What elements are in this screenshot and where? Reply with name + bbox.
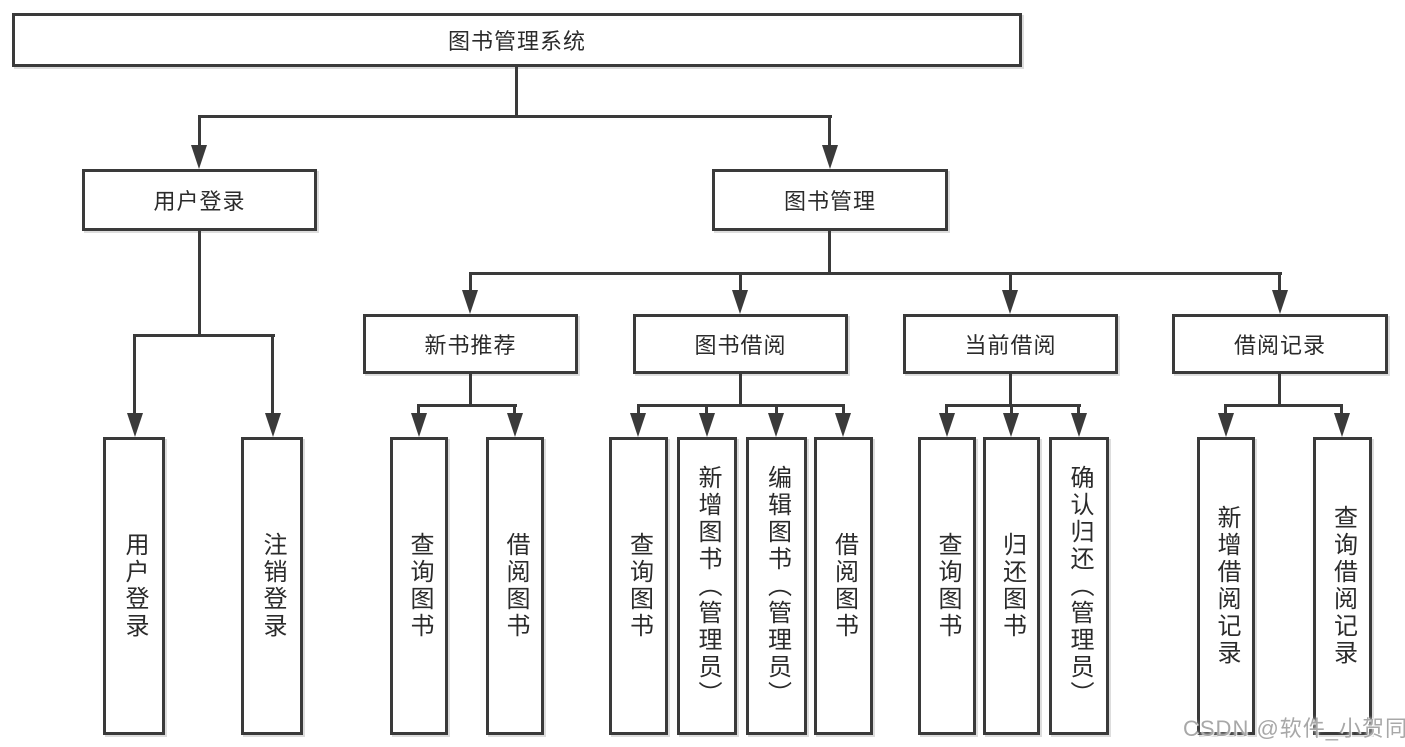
node-new-book-recommendation: 新书推荐 [363,314,578,374]
arrow-down-icon [1003,413,1019,437]
connector-line [1010,404,1013,420]
connector-line [198,115,201,149]
arrow-down-icon [732,290,748,314]
connector-line [1278,272,1281,298]
node-user-login: 用户登录 [82,169,317,231]
connector-line [637,404,640,420]
connector-line [469,374,472,407]
connector-line [739,272,742,298]
arrow-down-icon [822,145,838,169]
leaf-current-query-books: 查询图书 [918,437,976,735]
arrow-down-icon [462,290,478,314]
arrow-down-icon [507,413,523,437]
connector-line [828,231,831,275]
arrow-down-icon [411,413,427,437]
arrow-down-icon [939,413,955,437]
leaf-recommend-borrow-books: 借阅图书 [486,437,544,735]
connector-line [198,231,201,336]
arrow-down-icon [699,413,715,437]
connector-line [1077,404,1080,420]
connector-line [637,404,845,407]
connector-line [469,272,1282,275]
connector-line [1224,404,1227,420]
leaf-current-return-books: 归还图书 [983,437,1040,735]
arrow-down-icon [127,413,143,437]
arrow-down-icon [1218,413,1234,437]
node-borrowing-records: 借阅记录 [1172,314,1388,374]
watermark: CSDN @软件_小贺同学 [1183,716,1405,741]
connector-line [705,404,708,420]
node-current-borrowing: 当前借阅 [903,314,1118,374]
connector-line [739,374,742,407]
connector-line [945,404,948,420]
connector-line [1009,272,1012,298]
leaf-records-add-record: 新增借阅记录 [1197,437,1255,735]
connector-line [1009,374,1012,407]
connector-line [469,272,472,298]
connector-line [775,404,778,420]
leaf-borrowing-edit-books-admin: 编辑图书（管理员） [746,437,807,735]
arrow-down-icon [768,413,784,437]
connector-line [133,334,136,420]
connector-line [1340,404,1343,420]
leaf-recommend-query-books: 查询图书 [390,437,448,735]
connector-line [513,404,516,420]
arrow-down-icon [265,413,281,437]
connector-line [133,334,275,337]
leaf-borrowing-query-books: 查询图书 [609,437,668,735]
leaf-current-confirm-return-admin: 确认归还（管理员） [1049,437,1109,735]
connector-line [417,404,517,407]
connector-line [198,115,832,118]
connector-line [271,334,274,420]
leaf-borrowing-add-books-admin: 新增图书（管理员） [677,437,737,735]
connector-line [417,404,420,420]
connector-line [1278,374,1281,407]
connector-line [1224,404,1343,407]
leaf-borrowing-borrow-books: 借阅图书 [814,437,873,735]
node-book-management: 图书管理 [712,169,948,231]
connector-line [515,67,518,117]
connector-line [842,404,845,420]
arrow-down-icon [835,413,851,437]
arrow-down-icon [1272,290,1288,314]
leaf-user-login: 用户登录 [103,437,165,735]
arrow-down-icon [1002,290,1018,314]
leaf-records-query-record: 查询借阅记录 [1313,437,1372,735]
arrow-down-icon [1071,413,1087,437]
node-book-borrowing: 图书借阅 [633,314,848,374]
arrow-down-icon [191,145,207,169]
connector-line [945,404,1081,407]
arrow-down-icon [1334,413,1350,437]
node-library-management-system: 图书管理系统 [12,13,1022,67]
connector-line [828,115,831,149]
leaf-logout: 注销登录 [241,437,303,735]
arrow-down-icon [630,413,646,437]
